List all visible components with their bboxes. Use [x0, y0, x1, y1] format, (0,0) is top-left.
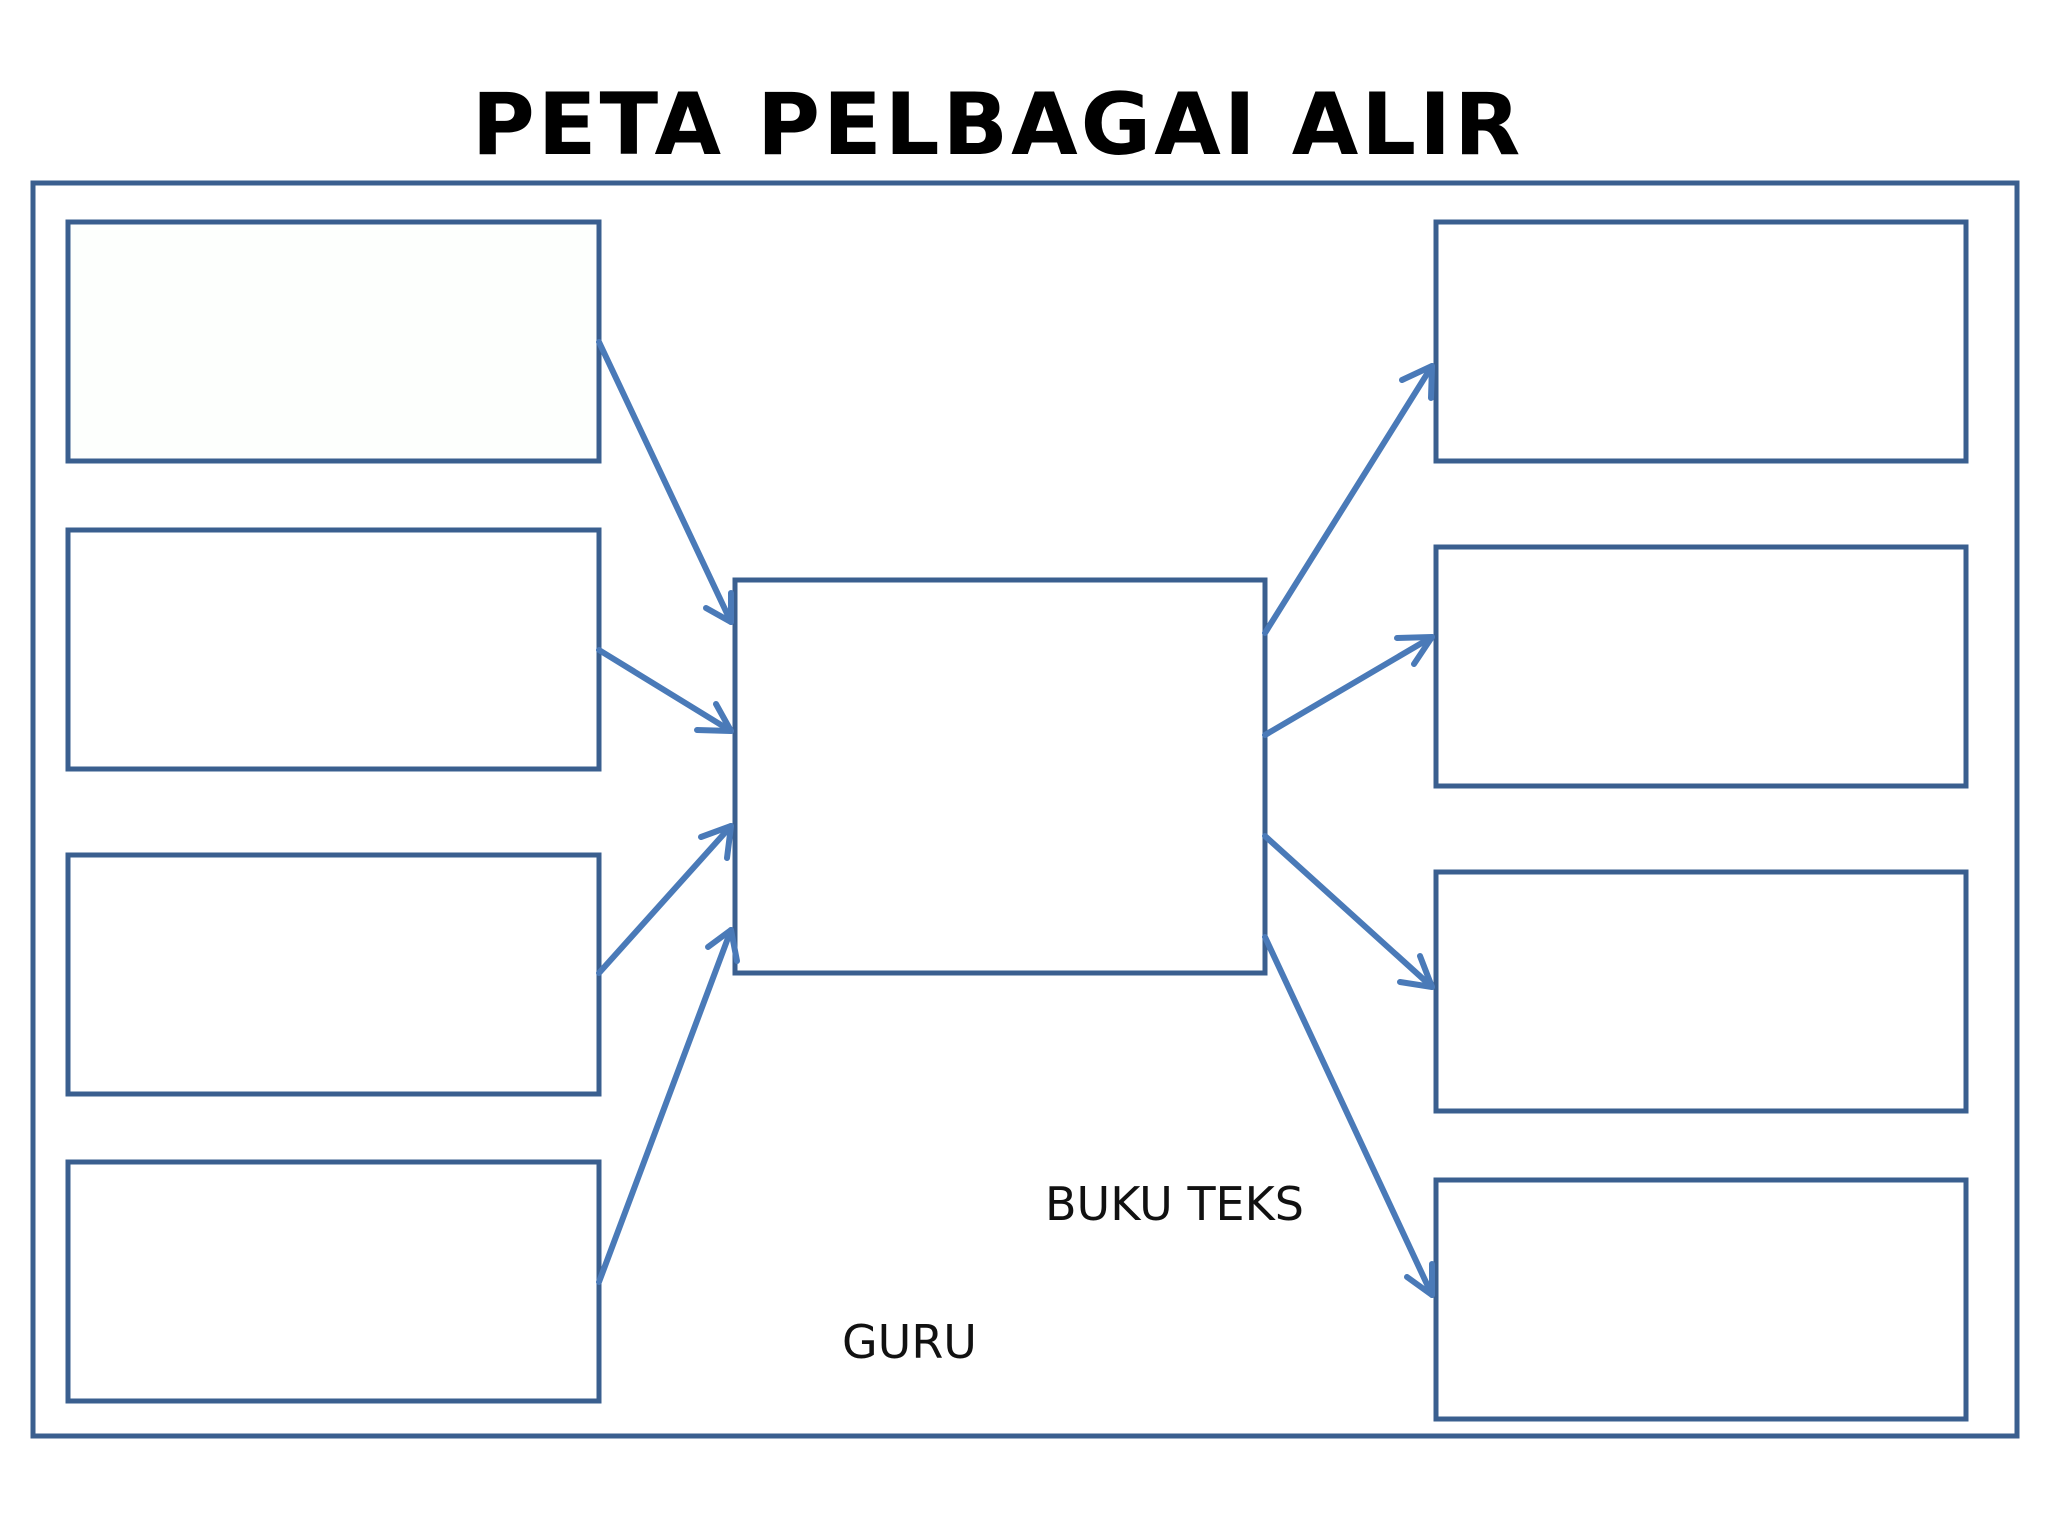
arrow-cause-3-to-center	[596, 823, 734, 976]
effect-box-4	[1433, 1177, 1969, 1422]
central-box	[732, 577, 1268, 976]
arrow-cause-1-to-center	[596, 339, 734, 625]
label-buku-teks: BUKU TEKS	[1045, 1177, 1304, 1231]
effect-box-1	[1433, 219, 1969, 464]
arrow-center-to-effect-4	[1262, 934, 1435, 1298]
arrow-center-to-effect-3	[1262, 833, 1435, 990]
effect-box-3	[1433, 869, 1969, 1114]
outer-frame	[30, 180, 2020, 1439]
cause-box-3	[65, 852, 602, 1097]
cause-box-4	[65, 1159, 602, 1404]
arrow-center-to-effect-2	[1262, 634, 1435, 738]
effect-box-2	[1433, 544, 1969, 789]
arrow-cause-4-to-center	[596, 927, 740, 1285]
cause-box-2	[65, 527, 602, 772]
arrow-cause-2-to-center	[596, 647, 734, 734]
cause-box-1	[65, 219, 602, 464]
page-title: PETA PELBAGAI ALIR	[471, 75, 1524, 175]
label-guru: GURU	[842, 1315, 977, 1369]
arrow-center-to-effect-1	[1262, 363, 1435, 636]
